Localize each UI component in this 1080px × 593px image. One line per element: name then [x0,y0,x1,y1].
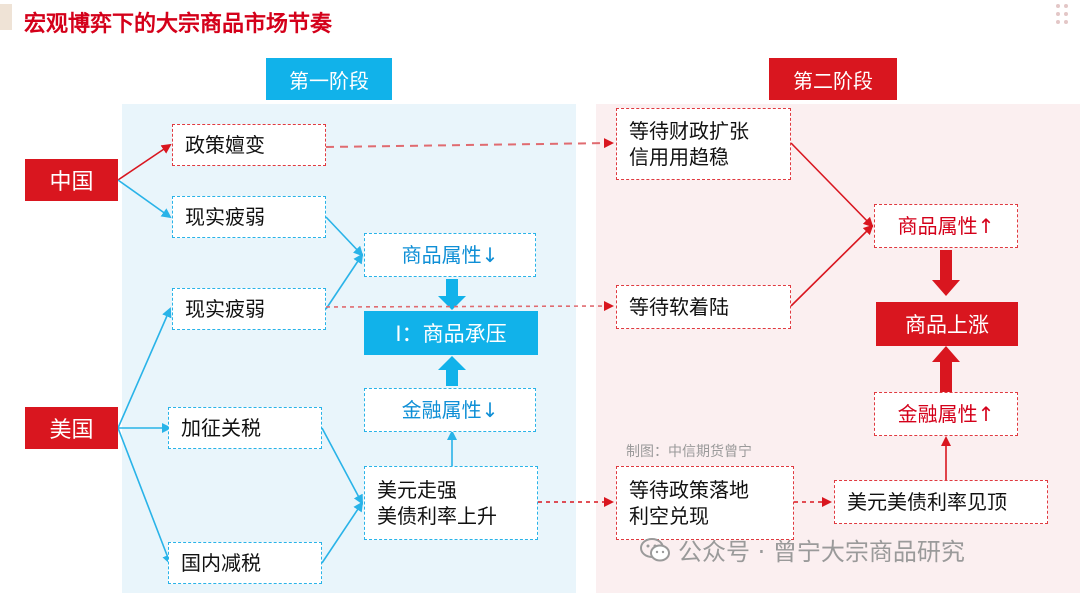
soft-landing-box: 等待软着陆 [616,285,791,329]
us-weak-reality-box: 现实疲弱 [172,288,326,330]
china-weak-reality-box: 现实疲弱 [172,196,326,238]
usd-strength-box: 美元走强 美债利率上升 [364,466,538,540]
usd-yield-peak-box: 美元美债利率见顶 [834,480,1048,524]
domestic-tax-cut-box: 国内减税 [168,542,322,584]
page-title: 宏观博弈下的大宗商品市场节奏 [24,12,333,37]
title-accent-bar [0,4,12,30]
financial-attribute-up-box: 金融属性↑ [874,392,1018,436]
wechat-icon [640,537,670,561]
commodity-attribute-up-box: 商品属性↑ [874,204,1018,248]
stage-one-label: 第一阶段 [266,58,392,100]
bearish-priced-in-line: 利空兑现 [629,504,709,528]
policy-shift-box: 政策嬗变 [172,124,326,166]
treasury-yield-rise-line: 美债利率上升 [377,504,497,528]
commodity-rise-box: 商品上涨 [876,302,1018,346]
credit-stable-line: 信用用趋稳 [629,145,729,169]
usd-strength-line: 美元走强 [377,478,457,502]
fiscal-expansion-line: 等待财政扩张 [629,119,749,143]
fiscal-expansion-box: 等待财政扩张 信用用趋稳 [616,108,791,180]
country-usa: 美国 [25,407,118,449]
policy-landing-line: 等待政策落地 [629,478,749,502]
tariff-box: 加征关税 [168,407,322,449]
watermark-text: 公众号 · 曾宁大宗商品研究 [678,538,965,566]
chart-credit: 制图：中信期货曾宁 [626,444,752,460]
commodity-attribute-down-box: 商品属性↓ [364,233,536,277]
country-china: 中国 [25,159,118,201]
policy-landing-box: 等待政策落地 利空兑现 [616,466,794,540]
commodity-pressure-box: I：商品承压 [364,311,538,355]
dots-decoration [1056,4,1068,24]
financial-attribute-down-box: 金融属性↓ [364,388,536,432]
wechat-watermark: 公众号 · 曾宁大宗商品研究 [640,532,965,567]
stage-two-label: 第二阶段 [769,58,897,100]
